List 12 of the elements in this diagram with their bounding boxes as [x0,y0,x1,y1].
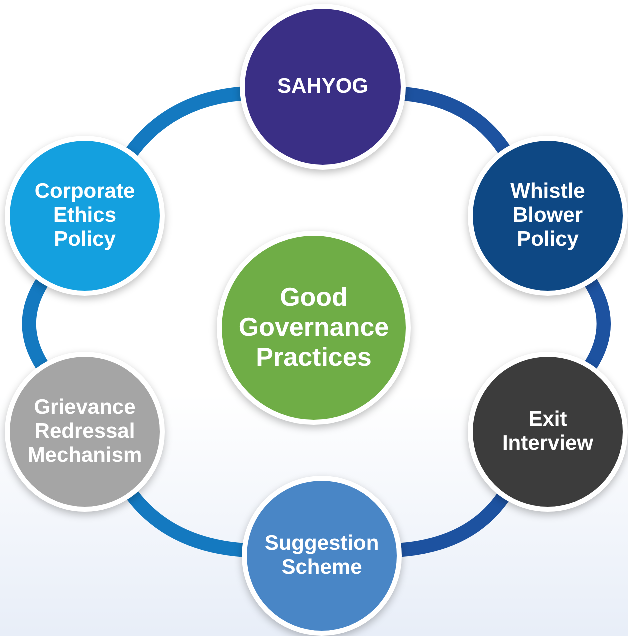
node-label: Good Governance Practices [238,283,390,373]
node-label: Grievance Redressal Mechanism [26,396,144,468]
ring-connector [126,86,244,158]
ring-connector [402,86,511,155]
ring-connector [126,490,245,558]
ring-connector [399,492,510,558]
node-label: SAHYOG [277,74,368,100]
node-label: Whistle Blower Policy [510,180,586,252]
node-label: Corporate Ethics Policy [34,180,136,252]
node-label: Exit Interview [501,408,595,456]
ring-connector [22,278,49,370]
node-label: Suggestion Scheme [264,532,380,580]
